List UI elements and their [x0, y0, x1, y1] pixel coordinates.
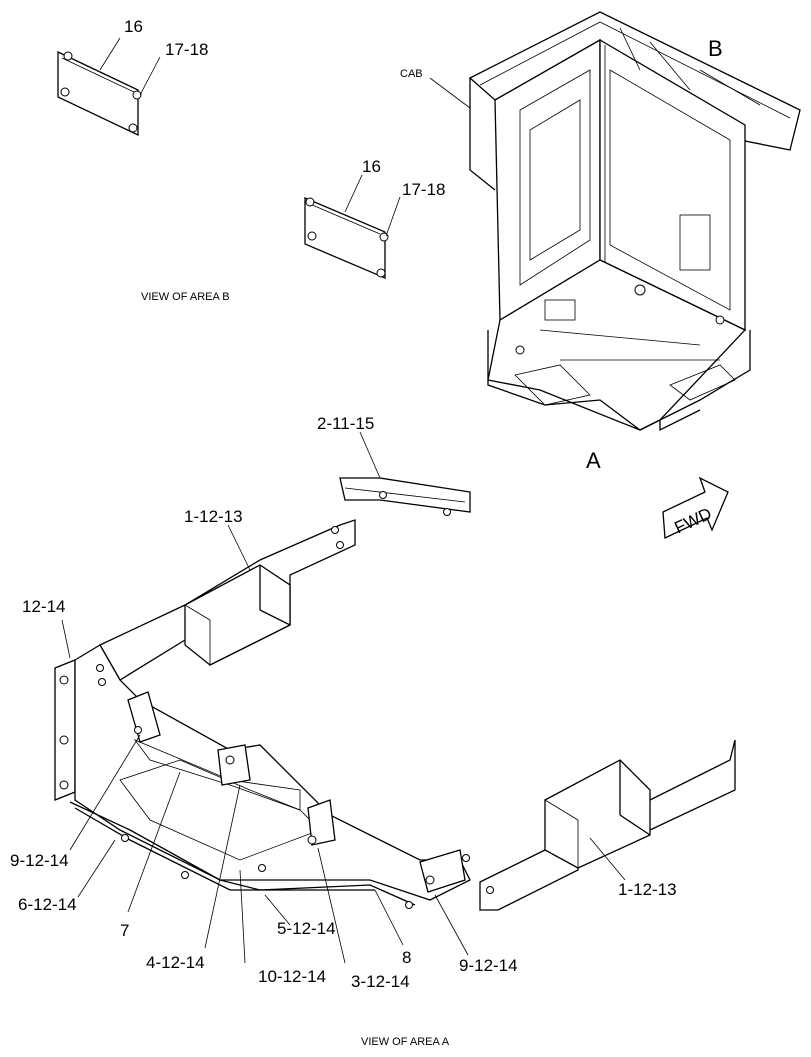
label-cab: CAB: [400, 68, 423, 80]
caption-view-area-b: VIEW OF AREA B: [141, 291, 230, 303]
label-16-top: 16: [124, 17, 143, 36]
label-1-12-13-right: 1-12-13: [618, 880, 677, 899]
label-17-18-top: 17-18: [165, 40, 208, 59]
bracket-2-11-15: [339, 477, 471, 516]
label-16-mid: 16: [362, 157, 381, 176]
label-4-12-14: 4-12-14: [146, 953, 205, 972]
label-5-12-14: 5-12-14: [277, 919, 336, 938]
label-2-11-15: 2-11-15: [317, 414, 374, 433]
label-9-12-14-left: 9-12-14: [10, 851, 69, 870]
label-1-12-13-left: 1-12-13: [184, 507, 243, 526]
label-6-12-14: 6-12-14: [18, 895, 77, 914]
cover-plate-16-mid: [304, 197, 389, 279]
label-7: 7: [120, 921, 129, 940]
cover-plate-16-top: [57, 50, 142, 137]
guard-1-12-13-right: [479, 739, 736, 911]
label-12-14: 12-14: [22, 597, 65, 616]
caption-view-area-a: VIEW OF AREA A: [361, 1036, 450, 1048]
label-area-b: B: [708, 36, 723, 61]
label-17-18-mid: 17-18: [402, 180, 445, 199]
frame-assembly: [54, 644, 471, 909]
guard-1-12-13-left: [99, 519, 356, 681]
label-3-12-14: 3-12-14: [351, 972, 410, 991]
label-9-12-14-right: 9-12-14: [459, 956, 518, 975]
label-8: 8: [402, 948, 411, 967]
label-area-a: A: [586, 448, 601, 473]
fwd-arrow: [662, 476, 729, 539]
label-10-12-14: 10-12-14: [258, 967, 326, 986]
cab-frame: [468, 11, 801, 432]
